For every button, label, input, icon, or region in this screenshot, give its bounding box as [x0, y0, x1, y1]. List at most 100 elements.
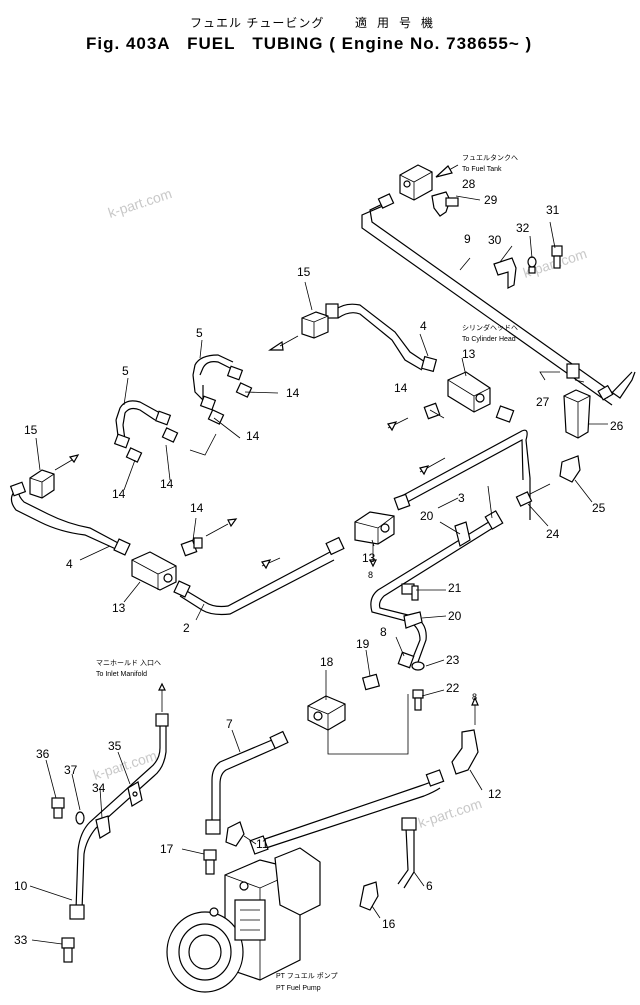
tube-9 [361, 193, 636, 406]
connector-block-28 [399, 164, 433, 201]
callout-36: 36 [36, 747, 50, 761]
direction-arrow [205, 523, 229, 537]
arrow-head [435, 165, 453, 178]
nipple-14 [125, 382, 253, 463]
callout-15: 15 [24, 423, 38, 437]
block-18 [307, 695, 346, 731]
callout-27: 27 [536, 395, 550, 409]
tube-4-lower [9, 481, 131, 556]
callout-11: 11 [256, 837, 269, 851]
connector-block-15-left [29, 469, 55, 499]
callout-5: 5 [196, 326, 203, 340]
note-pt-fuel-pump-jp: PT フュエル ポンプ [276, 972, 338, 980]
callout-13: 13 [362, 551, 376, 565]
connector-block-15-upper [301, 311, 329, 339]
washer-37 [75, 811, 85, 825]
callout-35: 35 [108, 739, 122, 753]
callout-23: 23 [446, 653, 460, 667]
callout-6: 6 [426, 879, 433, 893]
washer-32 [527, 256, 537, 274]
callout-8: 8 [368, 570, 373, 580]
clamp-block-13-right [447, 371, 491, 413]
tube-7 [205, 730, 289, 835]
direction-arrow [279, 335, 299, 347]
elbow-25 [559, 455, 581, 483]
arrow-head [268, 340, 284, 351]
bracket-30 [493, 257, 517, 289]
callout-17: 17 [160, 842, 174, 856]
callout-20: 20 [420, 509, 434, 523]
elbow-11 [225, 821, 245, 847]
fitting-27 [539, 363, 580, 381]
callout-34: 34 [92, 781, 106, 795]
elbow-12 [451, 729, 479, 775]
callout-14: 14 [112, 487, 126, 501]
callout-14: 14 [160, 477, 174, 491]
note-to-fuel-tank-jp: フュエルタンクへ [462, 153, 518, 162]
callout-16: 16 [382, 917, 396, 931]
callout-24: 24 [546, 527, 560, 541]
nipple-19 [361, 673, 381, 691]
callout-30: 30 [488, 233, 502, 247]
callout-8: 8 [380, 625, 387, 639]
tube-4-upper [325, 303, 438, 373]
arrow-head [387, 421, 398, 432]
callout-4: 4 [66, 557, 73, 571]
bracket-35 [127, 781, 143, 807]
callout-22: 22 [446, 681, 460, 695]
callout-7: 7 [226, 717, 233, 731]
callout-14: 14 [394, 381, 408, 395]
callout-13: 13 [462, 347, 476, 361]
callout-37: 37 [64, 763, 78, 777]
arrow-head [369, 559, 377, 568]
callout-20: 20 [448, 609, 462, 623]
callout-5: 5 [122, 364, 129, 378]
callout-2: 2 [183, 621, 190, 635]
note-to-inlet-manifold-en: To Inlet Manifold [96, 671, 147, 678]
arrow-head [227, 518, 238, 528]
clamp-block-13-center [354, 511, 395, 545]
notes: フュエルタンクへ To Fuel Tank シリンダヘッドへ To Cylind… [96, 153, 518, 992]
callout-25: 25 [592, 501, 606, 515]
clamp-34 [95, 815, 111, 839]
tube-2 [173, 536, 345, 616]
callout-15: 15 [297, 265, 311, 279]
tube-5-right [192, 354, 244, 411]
nipple-24 [515, 483, 551, 507]
note-to-cylinder-head-en: To Cylinder Head [462, 336, 516, 343]
bolt-17 [203, 849, 217, 875]
figure-title: Fig. 403A FUEL TUBING ( Engine No. 73865… [86, 34, 533, 53]
leader-line [327, 694, 409, 755]
clamp-20-lower [403, 611, 423, 629]
note-to-cylinder-head-jp: シリンダヘッドへ [462, 323, 518, 332]
callout-33: 33 [14, 933, 28, 947]
direction-arrow [54, 459, 73, 471]
bolt-21 [401, 583, 419, 601]
arrow-head [471, 696, 479, 706]
elbow-16 [359, 881, 379, 911]
callout-14: 14 [286, 386, 300, 400]
bolt-22 [412, 689, 424, 711]
clamp-block-13-left [131, 551, 177, 591]
title-applicability-japanese: 適用号機 [355, 16, 444, 30]
callout-12: 12 [488, 787, 502, 801]
callout-21: 21 [448, 581, 462, 595]
note-to-fuel-tank-en: To Fuel Tank [462, 166, 502, 173]
nipple-14-center [180, 537, 203, 557]
title-japanese: フュエル チュービング [190, 16, 325, 30]
callout-labels: 15 4 5 5 15 4 13 2 13 8 3 13 14 14 14 14… [14, 177, 624, 947]
bolt-36 [51, 797, 65, 819]
callout-10: 10 [14, 879, 28, 893]
callout-leaders [29, 195, 608, 945]
note-pt-fuel-pump-en: PT Fuel Pump [276, 985, 321, 992]
arrow-head [419, 465, 430, 476]
note-to-inlet-manifold-jp: マニホールド 入口へ [96, 659, 161, 667]
pt-fuel-pump [166, 847, 321, 993]
callout-26: 26 [610, 419, 624, 433]
arrow-head [158, 682, 166, 691]
callout-3: 3 [458, 491, 465, 505]
callout-32: 32 [516, 221, 530, 235]
tube-10 [69, 713, 169, 920]
washer-23 [411, 661, 425, 671]
